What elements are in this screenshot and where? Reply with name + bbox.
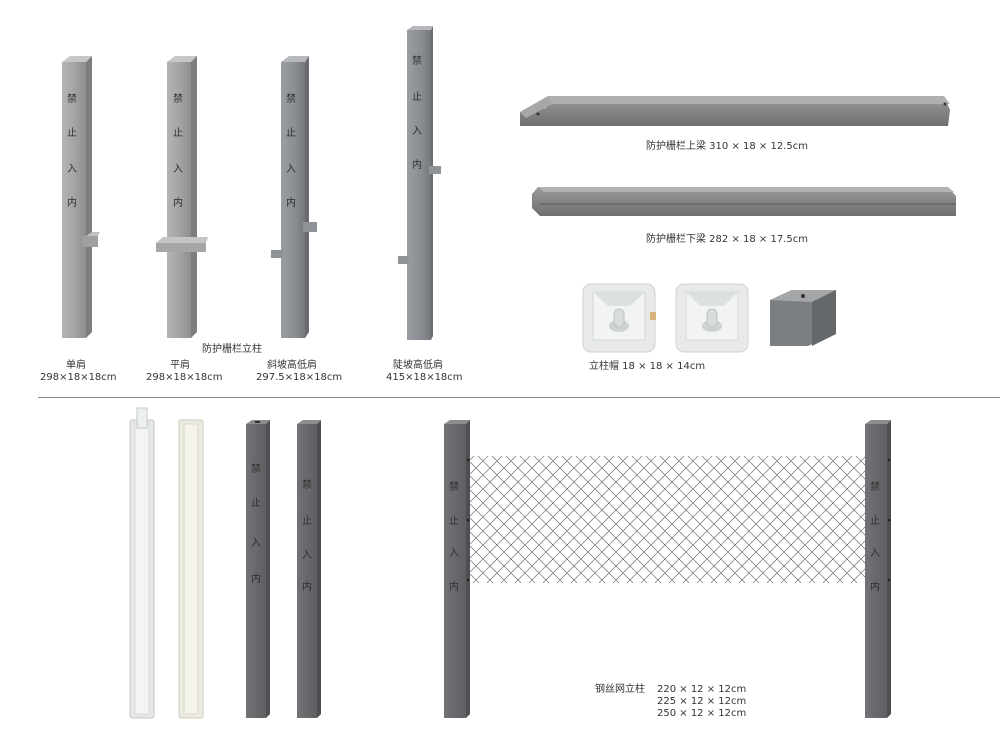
posts-group-title: 防护栅栏立柱	[202, 344, 262, 355]
dark-post-2	[297, 420, 321, 718]
post-label-slope: 斜坡高低肩	[267, 360, 317, 371]
post-flat-shoulder	[156, 56, 208, 338]
post-mold-2	[178, 419, 204, 719]
post-single-shoulder	[62, 56, 100, 338]
mesh-post-dims-3: 250 × 12 × 12cm	[657, 708, 747, 719]
post-dims-single: 298×18×18cm	[40, 372, 117, 383]
post-label-flat: 平肩	[170, 360, 190, 371]
top-section-illustration	[62, 26, 956, 353]
dark-post-1	[246, 420, 270, 718]
mesh-post-left	[444, 420, 470, 718]
post-dims-flat: 298×18×18cm	[146, 372, 223, 383]
upper-beam-label: 防护栅栏上梁 310 × 18 × 12.5cm	[646, 141, 808, 152]
section-divider	[38, 397, 1000, 398]
wire-mesh	[470, 456, 865, 583]
lower-beam-label: 防护栅栏下梁 282 × 18 × 17.5cm	[646, 234, 808, 245]
post-dims-slope: 297.5×18×18cm	[256, 372, 343, 383]
cap-label: 立柱帽 18 × 18 × 14cm	[589, 361, 706, 372]
post-slope-shoulder	[271, 56, 317, 338]
post-steep-slope-shoulder	[398, 26, 441, 340]
post-mold-1	[129, 407, 155, 719]
post-label-single: 单肩	[66, 360, 86, 371]
upper-beam	[520, 96, 950, 126]
mesh-post-dims-2: 225 × 12 × 12cm	[657, 696, 747, 707]
lower-beam	[532, 187, 956, 216]
mesh-post-dims-1: 220 × 12 × 12cm	[657, 684, 747, 695]
cap-mold-2	[675, 283, 749, 353]
post-dims-steep: 415×18×18cm	[386, 372, 463, 383]
post-cap	[770, 290, 836, 346]
bottom-section-illustration	[129, 407, 891, 719]
cap-mold-1	[582, 283, 656, 353]
mesh-post-right	[865, 420, 891, 718]
mesh-post-title: 钢丝网立柱	[595, 684, 645, 695]
post-label-steep: 陡坡高低肩	[393, 360, 443, 371]
